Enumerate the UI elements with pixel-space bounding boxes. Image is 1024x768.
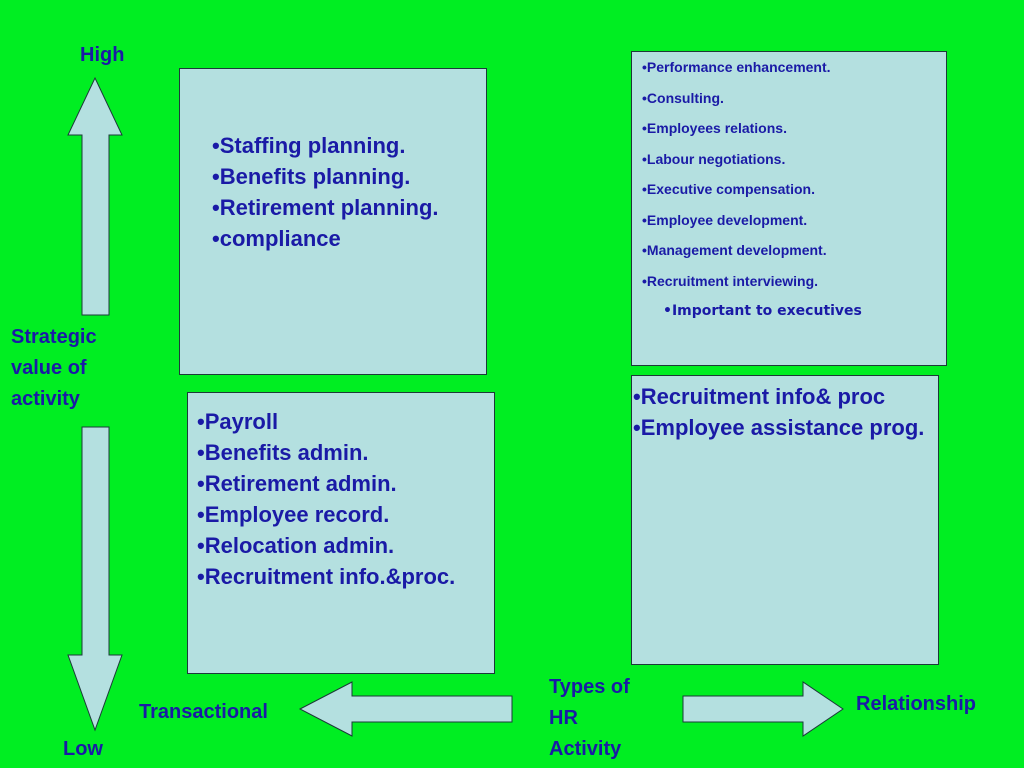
list-item: Retirement planning. — [212, 192, 439, 223]
list-item: Benefits admin. — [197, 437, 455, 468]
list-item: Recruitment info& proc — [633, 381, 924, 412]
list-item: Retirement admin. — [197, 468, 455, 499]
list-item: Performance enhancement. — [642, 52, 831, 83]
list-item: Employee assistance prog. — [633, 412, 925, 443]
types-line-3: Activity — [549, 738, 622, 760]
strategic-line-3: activity — [11, 388, 80, 410]
strategic-value-label: Strategic value of activity — [11, 322, 97, 415]
quadrant-bottom-right-list: Recruitment info& proc Employee assistan… — [633, 381, 925, 443]
list-item: Management development. — [642, 235, 831, 266]
high-label: High — [80, 44, 125, 66]
list-item: compliance — [212, 223, 439, 254]
strategic-line-1: Strategic — [11, 326, 97, 348]
arrow-left-icon — [298, 681, 513, 737]
list-item: Executive compensation. — [642, 174, 831, 205]
list-item: Employee record. — [197, 499, 455, 530]
arrow-down-icon — [67, 426, 123, 732]
list-item: Benefits planning. — [212, 161, 439, 192]
list-item: Recruitment info.&proc. — [197, 561, 456, 592]
list-item: Relocation admin. — [197, 530, 455, 561]
list-item: Labour negotiations. — [642, 144, 831, 175]
arrow-right-icon — [682, 681, 844, 737]
transactional-label: Transactional — [139, 701, 268, 723]
list-item: Employees relations. — [642, 113, 831, 144]
types-line-2: HR — [549, 707, 578, 729]
quadrant-bottom-left-list: Payroll Benefits admin. Retirement admin… — [197, 406, 456, 592]
list-item: Recruitment interviewing. — [642, 266, 831, 297]
list-item: Staffing planning. — [212, 130, 439, 161]
relationship-label: Relationship — [856, 693, 977, 715]
quadrant-top-left-list: Staffing planning. Benefits planning. Re… — [212, 130, 439, 254]
list-item: Consulting. — [642, 83, 831, 114]
list-item: Payroll — [197, 406, 455, 437]
quadrant-top-right-list: Performance enhancement. Consulting. Emp… — [642, 52, 831, 296]
important-to-executives-note: Important to executives — [663, 303, 862, 319]
types-of-hr-activity-label: Types of HR Activity — [549, 672, 630, 765]
low-label: Low — [63, 738, 103, 760]
types-line-1: Types of — [549, 676, 630, 698]
arrow-up-icon — [67, 76, 123, 316]
list-item: Employee development. — [642, 205, 831, 236]
strategic-line-2: value of — [11, 357, 87, 379]
